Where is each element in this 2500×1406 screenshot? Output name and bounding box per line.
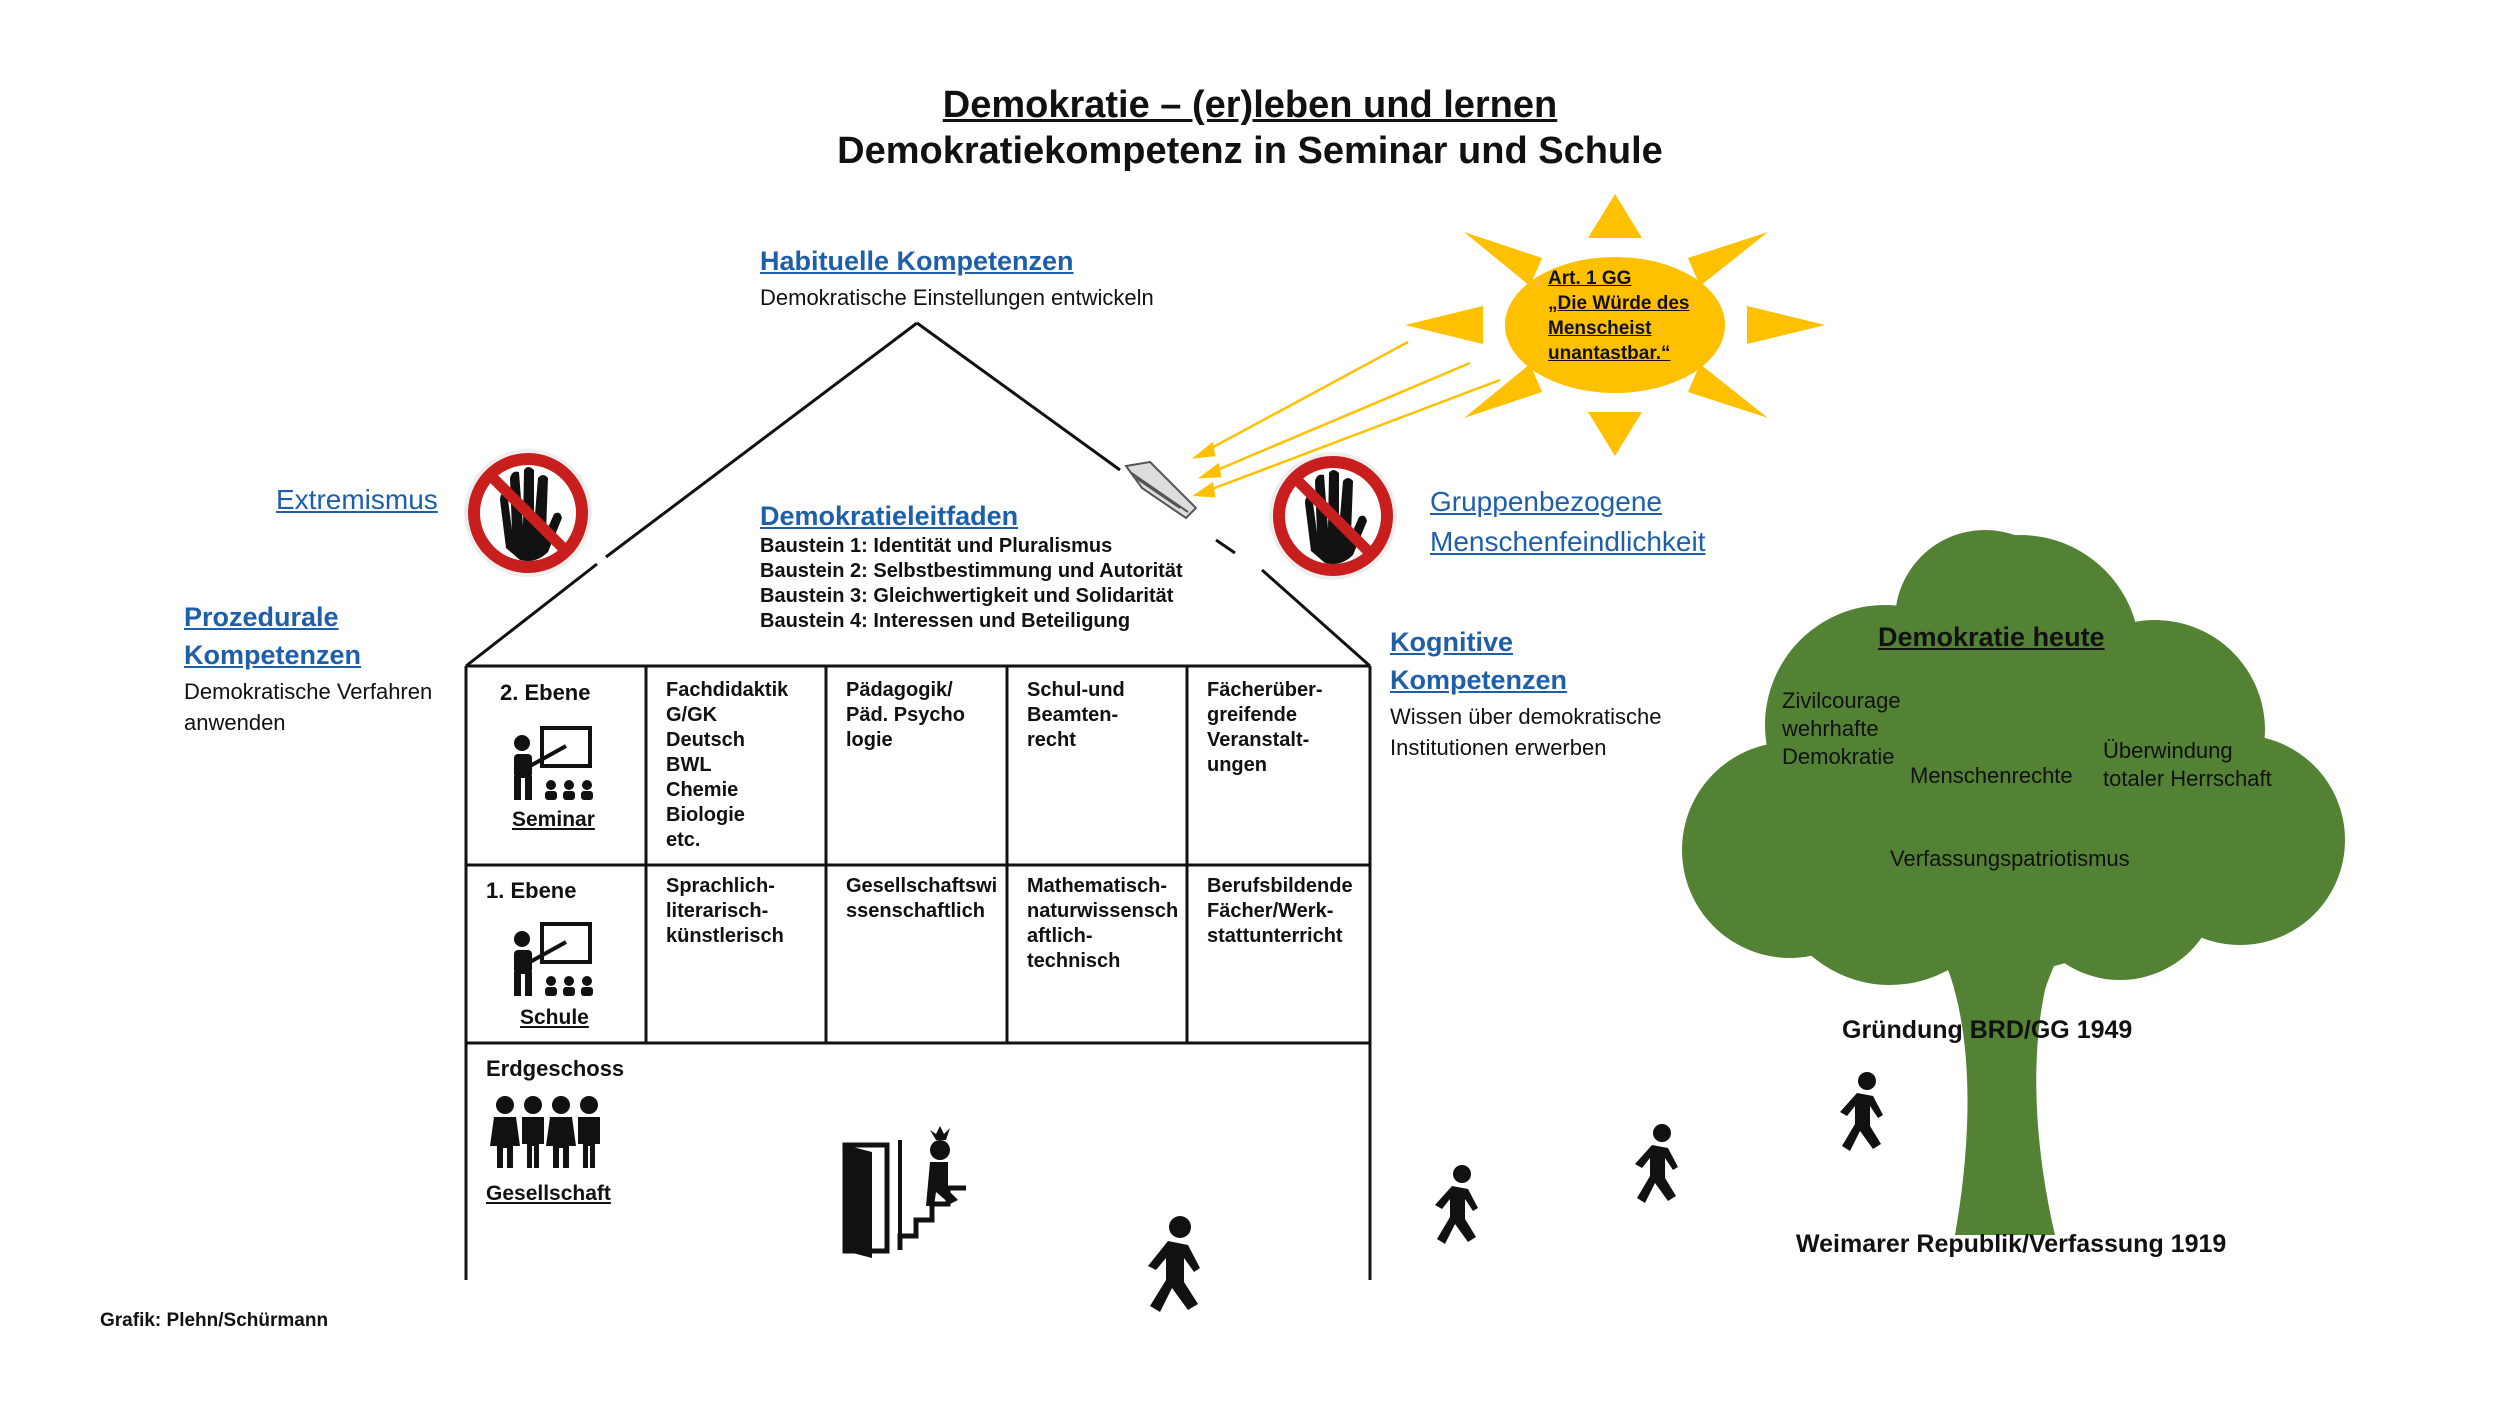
sun-text-2: „Die Würde des	[1548, 293, 1690, 314]
timeline-1949: Gründung BRD/GG 1949	[1842, 1016, 2133, 1044]
tree-item4: Verfassungspatriotismus	[1890, 846, 2130, 871]
sun-text-3: Menscheist	[1548, 318, 1652, 339]
sun-text-1: Art. 1 GG	[1548, 268, 1632, 289]
no-entry-hand-icon-right	[1269, 452, 1397, 580]
schule-caption: Schule	[520, 1006, 589, 1029]
ebene1-cell-1: Sprachlich- literarisch- künstlerisch	[666, 875, 784, 947]
walking-person-icon-4	[1840, 1072, 1883, 1151]
house-body	[464, 664, 1372, 1280]
ebene2-label: 2. Ebene	[500, 680, 591, 705]
baustein-3: Baustein 3: Gleichwertigkeit und Solidar…	[760, 585, 1174, 607]
house-roof	[465, 321, 1371, 668]
ebene2-cell-1: Fachdidaktik G/GK Deutsch BWL Chemie Bio…	[666, 679, 789, 851]
leitfaden-heading: Demokratieleitfaden	[760, 501, 1019, 531]
teacher-class-icon-schule	[514, 922, 593, 996]
tree-item1-line1: Zivilcourage	[1782, 688, 1901, 713]
tree-item2: Menschenrechte	[1910, 763, 2073, 788]
sun-icon	[1405, 194, 1825, 456]
kognitive-text-1: Wissen über demokratische	[1390, 704, 1662, 729]
kognitive-text-2: Institutionen erwerben	[1390, 735, 1607, 760]
walking-person-icon-1	[1148, 1216, 1200, 1312]
credit-label: Grafik: Plehn/Schürmann	[100, 1310, 329, 1331]
tree-item3-line2: totaler Herrschaft	[2103, 766, 2272, 791]
people-group-icon	[490, 1096, 600, 1168]
seminar-caption: Seminar	[512, 808, 595, 831]
prozedurale-heading-2: Kompetenzen	[184, 640, 362, 670]
extremismus-label: Extremismus	[276, 484, 438, 515]
ebene1-cell-3: Mathematisch- naturwissensch aftlich- te…	[1027, 875, 1179, 972]
kognitive-heading-1: Kognitive	[1390, 627, 1514, 657]
erdgeschoss-label: Erdgeschoss	[486, 1056, 625, 1081]
prozedurale-heading-1: Prozedurale	[184, 602, 339, 632]
gmf-label-1: Gruppenbezogene	[1430, 486, 1662, 517]
ebene2-cell-4: Fächerüber- greifende Veranstalt- ungen	[1207, 679, 1323, 776]
habituelle-text: Demokratische Einstellungen entwickeln	[760, 285, 1154, 310]
ebene1-label: 1. Ebene	[486, 878, 577, 903]
kognitive-heading-2: Kompetenzen	[1390, 665, 1568, 695]
walking-person-icon-2	[1435, 1165, 1478, 1244]
ebene1-cell-4: Berufsbildende Fächer/Werk- stattunterri…	[1207, 875, 1353, 947]
page-subtitle: Demokratiekompetenz in Seminar und Schul…	[837, 130, 1663, 172]
tree-icon	[1682, 530, 2345, 1235]
prozedurale-text-2: anwenden	[184, 710, 286, 735]
timeline-1919: Weimarer Republik/Verfassung 1919	[1796, 1230, 2227, 1258]
sun-text-4: unantastbar.“	[1548, 343, 1671, 364]
walking-person-icon-3	[1635, 1124, 1678, 1203]
door-stairs-icon	[842, 1126, 966, 1258]
sun-arrows	[1191, 340, 1501, 498]
roof-crack-icon	[1124, 460, 1198, 520]
ebene2-cell-2: Pädagogik/ Päd. Psycho logie	[846, 679, 965, 751]
page-title: Demokratie – (er)leben und lernen	[942, 84, 1558, 126]
tree-heading: Demokratie heute	[1878, 622, 2105, 652]
gesellschaft-caption: Gesellschaft	[486, 1182, 611, 1205]
baustein-4: Baustein 4: Interessen und Beteiligung	[760, 610, 1131, 632]
tree-item1-line3: Demokratie	[1782, 744, 1895, 769]
no-entry-hand-icon-left	[464, 449, 592, 577]
ebene1-cell-2: Gesellschaftswi ssenschaftlich	[846, 875, 998, 922]
prozedurale-text-1: Demokratische Verfahren	[184, 679, 433, 704]
baustein-1: Baustein 1: Identität und Pluralismus	[760, 535, 1113, 557]
tree-item1-line2: wehrhafte	[1782, 716, 1879, 741]
ebene2-cell-3: Schul-und Beamten- recht	[1027, 679, 1125, 751]
gmf-label-2: Menschenfeindlichkeit	[1430, 526, 1706, 557]
tree-item3-line1: Überwindung	[2103, 738, 2233, 763]
baustein-2: Baustein 2: Selbstbestimmung und Autorit…	[760, 560, 1183, 582]
teacher-class-icon-seminar	[514, 726, 593, 800]
habituelle-heading: Habituelle Kompetenzen	[760, 246, 1074, 276]
